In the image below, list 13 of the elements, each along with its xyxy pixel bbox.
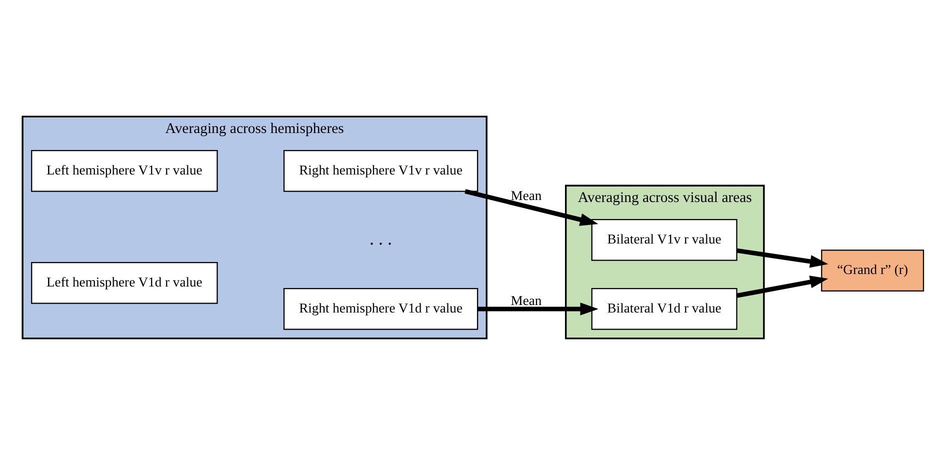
label: . . . — [369, 228, 392, 248]
node-box: Left hemisphere V1v r value — [31, 150, 218, 192]
arrow — [736, 248, 828, 268]
edge-label: Mean — [510, 293, 542, 308]
arrow — [736, 276, 828, 298]
edge-label: Mean — [510, 188, 542, 203]
node-box: Bilateral V1v r value — [591, 219, 738, 261]
node-box: Bilateral V1d r value — [591, 288, 738, 330]
node-box: Right hemisphere V1d r value — [283, 288, 478, 330]
node-box: Right hemisphere V1v r value — [283, 150, 478, 192]
node-box: “Grand r” (r) — [821, 250, 924, 292]
node-box: Left hemisphere V1d r value — [31, 262, 218, 304]
arrow — [478, 302, 598, 316]
